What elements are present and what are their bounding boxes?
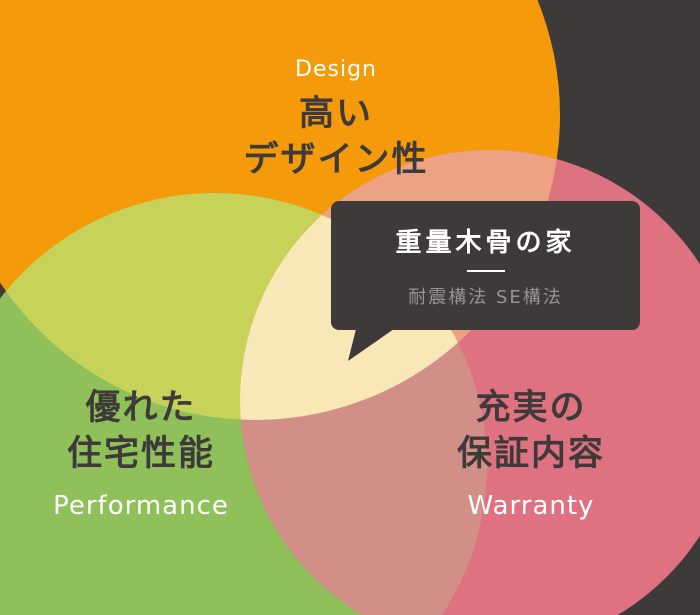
warranty-label-ja: 充実の 保証内容 <box>390 386 672 477</box>
warranty-label-en: Warranty <box>467 491 595 521</box>
performance-label-ja-line1: 優れた <box>85 388 197 428</box>
warranty-label: 充実の 保証内容 Warranty <box>390 386 672 521</box>
design-label-ja-line2: デザイン性 <box>243 139 429 180</box>
warranty-label-ja-line2: 保証内容 <box>456 433 605 474</box>
performance-label-ja-line2: 住宅性能 <box>66 433 215 474</box>
design-label-ja: 高い デザイン性 <box>136 92 536 183</box>
design-label-ja-line1: 高い <box>298 94 373 134</box>
center-callout: 重量木骨の家 耐震構法 SE構法 <box>331 201 640 330</box>
callout-subtitle: 耐震構法 SE構法 <box>408 287 563 308</box>
performance-label: 優れた 住宅性能 Performance <box>0 386 282 521</box>
performance-label-en: Performance <box>53 491 229 521</box>
callout-divider <box>466 270 505 272</box>
performance-label-ja: 優れた 住宅性能 <box>0 386 282 477</box>
callout-tail <box>348 329 394 361</box>
design-label: Design 高い デザイン性 <box>136 57 536 183</box>
design-label-en: Design <box>295 57 377 82</box>
warranty-label-ja-line1: 充実の <box>475 388 587 428</box>
callout-title: 重量木骨の家 <box>395 228 576 258</box>
